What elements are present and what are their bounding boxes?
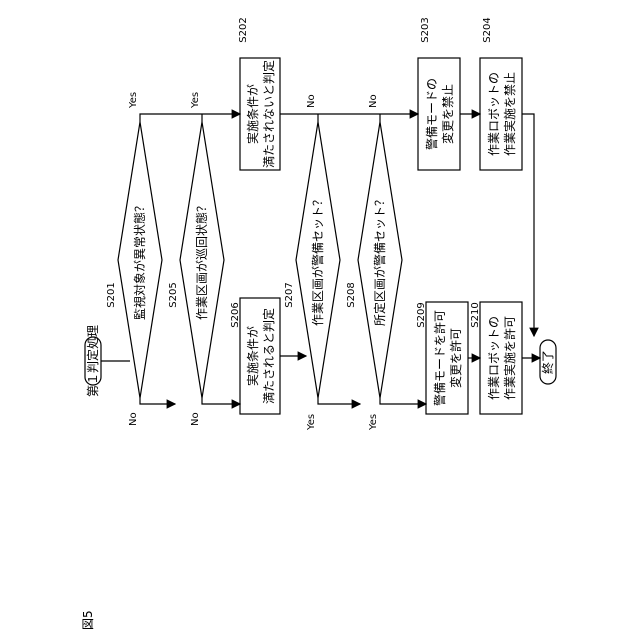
step-s209: S209 <box>416 302 427 327</box>
process-s210-line2: 作業実施を許可 <box>502 316 517 400</box>
process-s202-line2: 満たされないと判定 <box>261 60 276 168</box>
decision-s201-text: 監視対象が異常状態？ <box>132 200 147 320</box>
s207-no-label: No <box>306 94 317 108</box>
step-s207: S207 <box>284 282 295 307</box>
edge-s201-no <box>140 398 175 404</box>
edge-s204-end <box>522 114 534 336</box>
edge-s201-yes <box>140 114 240 122</box>
step-s205: S205 <box>168 282 179 307</box>
step-s201: S201 <box>106 282 117 307</box>
decision-s207-text: 作業区画が警備セット？ <box>310 194 325 326</box>
step-s210: S210 <box>470 302 481 327</box>
step-s206: S206 <box>230 302 241 327</box>
process-s209-line2: 変更を許可 <box>448 328 463 388</box>
process-s203-line1: 警備モードの <box>424 78 439 150</box>
decision-s205-text: 作業区画が巡回状態？ <box>194 200 209 320</box>
step-s208: S208 <box>346 282 357 307</box>
process-s206-line1: 実施条件が <box>245 326 260 386</box>
s205-no-label: No <box>190 412 201 426</box>
s208-no-label: No <box>368 94 379 108</box>
start-label: 第１判定処理 <box>85 325 100 397</box>
s205-yes-label: Yes <box>190 92 201 109</box>
edge-s208-yes <box>380 398 426 404</box>
process-s203-line2: 変更を禁止 <box>440 84 455 144</box>
edge-s207-yes <box>318 398 360 404</box>
s208-yes-label: Yes <box>368 414 379 431</box>
figure-label: 図5 <box>81 610 95 630</box>
process-s206-line2: 満たされると判定 <box>261 308 276 404</box>
s201-yes-label: Yes <box>128 92 139 109</box>
process-s204-line1: 作業ロボットの <box>487 72 501 156</box>
end-label: 終了 <box>540 350 555 374</box>
step-s204: S204 <box>482 17 493 42</box>
s207-yes-label: Yes <box>306 414 317 431</box>
process-s202-line1: 実施条件が <box>245 84 260 144</box>
process-s204-line2: 作業実施を禁止 <box>502 72 517 156</box>
s201-no-label: No <box>128 412 139 426</box>
edge-s205-no <box>202 398 240 404</box>
step-s202: S202 <box>238 17 249 42</box>
process-s209-line1: 警備モードを許可 <box>432 310 447 406</box>
process-s210-line1: 作業ロボットの <box>487 316 501 400</box>
step-s203: S203 <box>420 17 431 42</box>
decision-s208-text: 所定区画が警備セット？ <box>372 194 387 326</box>
